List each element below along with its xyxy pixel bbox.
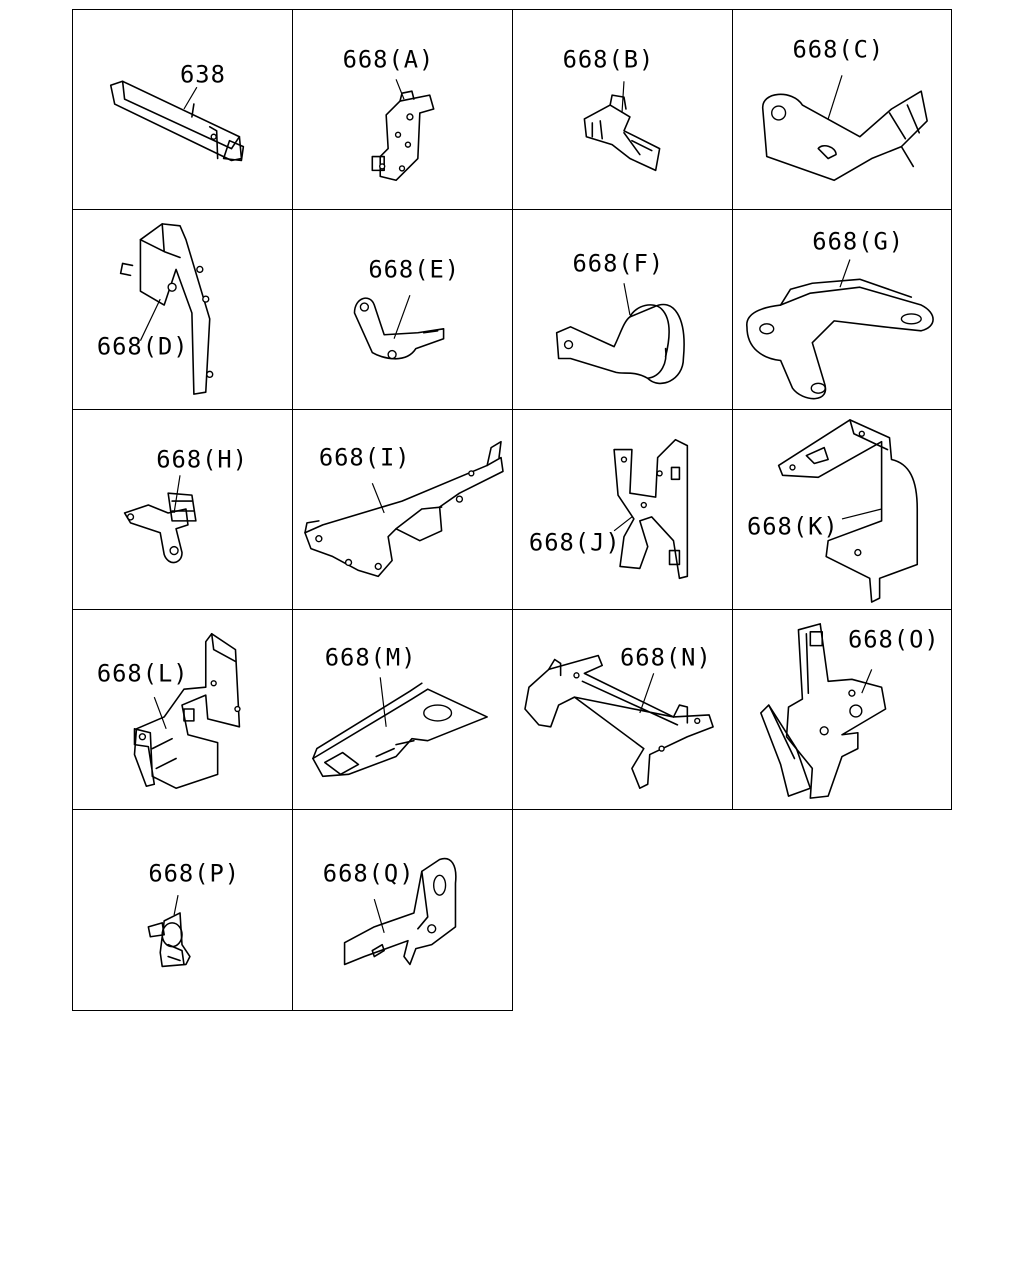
label-668q: 668(Q) <box>323 859 415 887</box>
cell-668f: 668(F) <box>512 209 733 410</box>
cell-668o: 668(O) <box>732 609 952 810</box>
cell-668i: 668(I) <box>292 409 513 610</box>
label-668f: 668(F) <box>573 249 665 277</box>
cell-668a: 668(A) <box>292 9 513 210</box>
flat-tray-bracket-icon: 668(M) <box>312 643 488 778</box>
twisted-strip-bracket-icon: 668(J) <box>529 438 689 580</box>
small-clip-bracket-icon: 668(B) <box>563 45 661 172</box>
label-668i: 668(I) <box>319 443 411 471</box>
vertical-strap-bracket-icon: 668(D) <box>97 223 214 395</box>
label-668k: 668(K) <box>747 513 839 541</box>
crossbar-bracket-icon: 668(N) <box>524 643 714 790</box>
tall-flat-bracket-icon: 668(A) <box>343 45 435 182</box>
cell-668g: 668(G) <box>732 209 952 410</box>
label-668c: 668(C) <box>792 36 884 64</box>
cell-668k: 668(K) <box>732 409 952 610</box>
cell-668q: 668(Q) <box>292 809 513 1011</box>
label-668n: 668(N) <box>620 643 712 671</box>
cell-668e: 668(E) <box>292 209 513 410</box>
label-668e: 668(E) <box>368 255 460 283</box>
cell-668b: 668(B) <box>512 9 733 210</box>
label-668h: 668(H) <box>156 445 248 473</box>
label-668a: 668(A) <box>343 45 435 73</box>
label-638: 638 <box>180 60 226 88</box>
label-668g: 668(G) <box>812 228 904 256</box>
curved-tab-bracket-icon: 668(E) <box>353 255 460 360</box>
cell-668p: 668(P) <box>72 809 293 1011</box>
plate-with-arm-bracket-icon: 668(O) <box>760 623 940 799</box>
cell-668h: 668(H) <box>72 409 293 610</box>
stud-clip-icon: 668(P) <box>147 859 240 968</box>
offset-z-bracket-icon: 668(K) <box>747 419 919 603</box>
angled-plate-bracket-icon: 668(C) <box>762 36 928 182</box>
wide-arch-bracket-icon: 668(G) <box>746 228 934 400</box>
label-668j: 668(J) <box>529 529 621 557</box>
parts-grid: 638 668(A) 668(B) <box>72 9 952 1011</box>
label-668p: 668(P) <box>148 859 240 887</box>
cell-668c: 668(C) <box>732 9 952 210</box>
l-angle-bracket-icon: 668(Q) <box>323 857 457 966</box>
stepped-bracket-icon: 668(L) <box>97 632 241 790</box>
cell-668d: 668(D) <box>72 209 293 410</box>
cell-638: 638 <box>72 9 293 210</box>
cell-668l: 668(L) <box>72 609 293 810</box>
label-668l: 668(L) <box>97 659 189 687</box>
u-bend-bracket-icon: 668(F) <box>555 249 685 385</box>
long-channel-bracket-icon: 638 <box>109 60 245 162</box>
label-668b: 668(B) <box>563 45 655 73</box>
cell-668j: 668(J) <box>512 409 733 610</box>
cell-668n: 668(N) <box>512 609 733 810</box>
long-plate-bracket-icon: 668(I) <box>304 440 504 578</box>
clamp-bracket-icon: 668(H) <box>123 445 248 564</box>
label-668m: 668(M) <box>325 643 417 671</box>
label-668d: 668(D) <box>97 333 189 361</box>
cell-668m: 668(M) <box>292 609 513 810</box>
label-668o: 668(O) <box>848 626 940 654</box>
